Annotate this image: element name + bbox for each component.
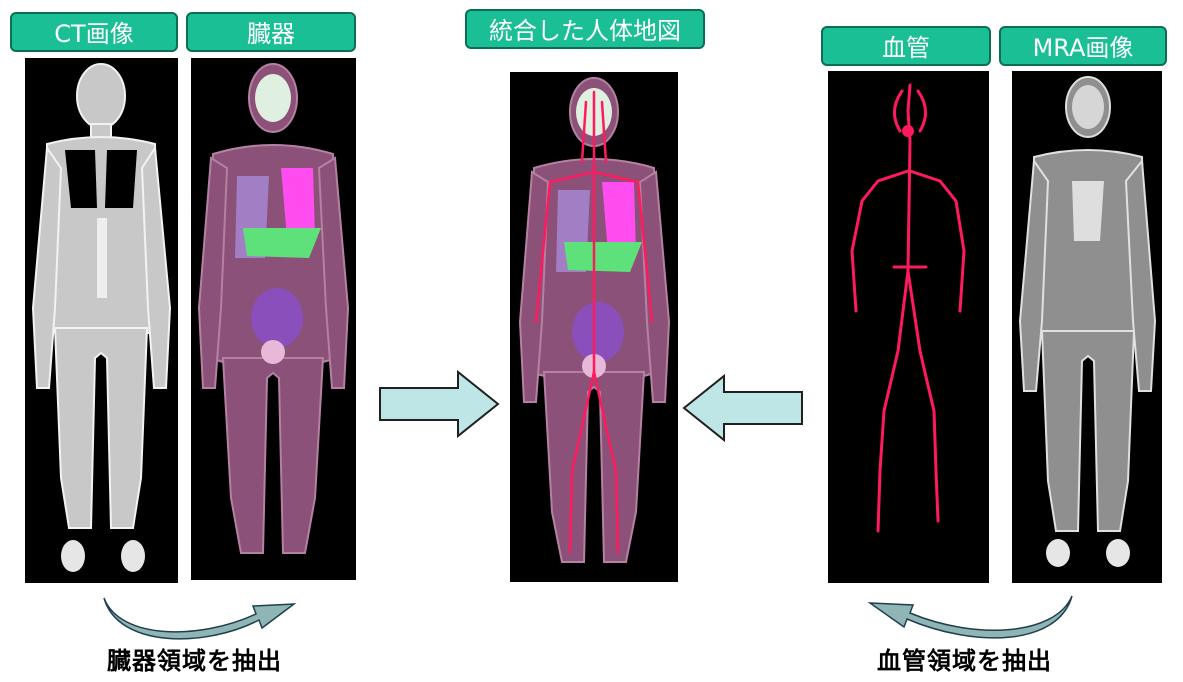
left-arrow <box>682 373 803 443</box>
right-arrow <box>379 369 500 439</box>
vessel-label: 血管 <box>821 26 991 66</box>
vessel-extraction-caption: 血管領域を抽出 <box>877 647 1052 675</box>
integrated-map-label: 統合した人体地図 <box>465 9 705 49</box>
curved-arrow-vessel-extraction <box>867 595 1073 639</box>
ct-image-label: CT画像 <box>10 12 178 52</box>
organ-extraction-caption: 臓器領域を抽出 <box>107 647 282 675</box>
vessel-panel <box>828 71 989 583</box>
mra-image-panel <box>1012 71 1162 583</box>
mra-image-label: MRA画像 <box>999 26 1167 66</box>
ct-image-panel <box>25 58 178 583</box>
organ-panel <box>191 58 356 580</box>
organ-label: 臓器 <box>186 12 356 52</box>
curved-arrow-organ-extraction <box>103 597 297 640</box>
integrated-map-panel <box>510 72 678 582</box>
